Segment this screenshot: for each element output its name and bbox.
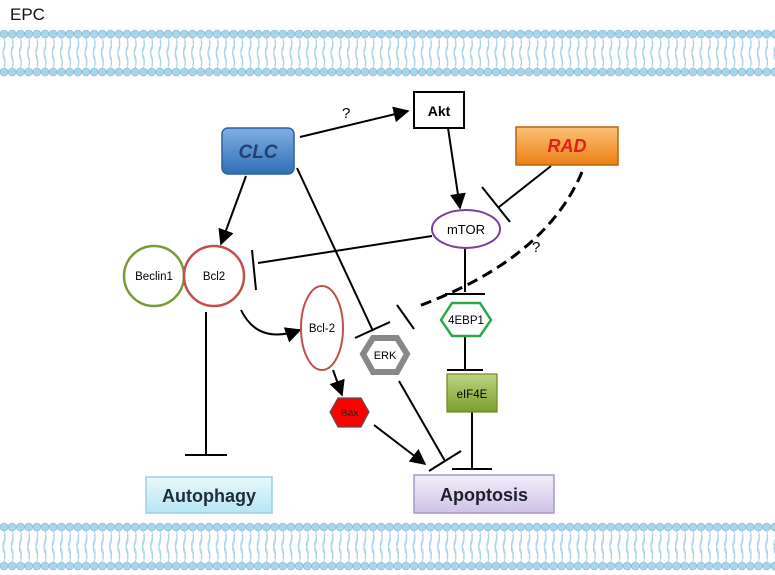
edge-clc-akt: [299, 106, 410, 138]
edge-erk-apoptosis-bar: [428, 450, 462, 472]
node-bcl2-free: Bcl-2: [300, 285, 344, 371]
node-rad: RAD: [515, 126, 619, 166]
membrane-top: [0, 29, 775, 77]
question-clc-akt: ?: [342, 105, 350, 122]
bax-label: Bax: [340, 407, 359, 419]
edges: [185, 106, 584, 472]
mtor-label: mTOR: [447, 222, 485, 237]
node-clc: CLC: [221, 127, 295, 175]
edge-mtor-bcl2: [257, 235, 433, 264]
node-mtor: mTOR: [431, 209, 501, 249]
question-rad: ?: [532, 239, 540, 256]
edge-rad-mtor: [498, 165, 552, 208]
edge-erk-apoptosis: [398, 380, 446, 462]
node-bax: Bax: [329, 397, 370, 428]
bcl2-free-label: Bcl-2: [309, 323, 335, 335]
edge-rad-mtor-bar: [481, 186, 511, 223]
edge-mtor-bcl2-bar: [251, 249, 257, 291]
node-eif4e: eIF4E: [446, 373, 498, 413]
node-apoptosis: Apoptosis: [413, 474, 555, 514]
beclin1-label: Beclin1: [135, 271, 173, 283]
node-beclin1: Beclin1: [122, 244, 186, 308]
edge-rad-erk-dashed: [415, 171, 584, 309]
node-bcl2: Bcl2: [182, 244, 246, 308]
bcl2-label: Bcl2: [203, 271, 225, 283]
edge-rad-erk-bar: [396, 304, 415, 330]
rad-label: RAD: [548, 136, 587, 156]
akt-label: Akt: [428, 103, 451, 119]
edge-clc-erk: [296, 167, 374, 332]
edge-clc-erk-bar: [354, 321, 391, 339]
erk-label: ERK: [374, 350, 397, 362]
autophagy-label: Autophagy: [162, 486, 256, 506]
cell-label: EPC: [10, 5, 45, 24]
node-autophagy: Autophagy: [145, 476, 273, 514]
eif4e-label: eIF4E: [457, 389, 488, 401]
membrane-bottom: [0, 522, 775, 571]
node-erk: ERK: [359, 335, 411, 375]
edge-bax-apoptosis: [373, 424, 427, 465]
apoptosis-label: Apoptosis: [440, 485, 528, 505]
edge-bcl2free-bax: [329, 369, 345, 397]
edge-akt-mtor: [447, 127, 466, 210]
4ebp1-label: 4EBP1: [448, 315, 484, 327]
edge-bcl2-bcl2free: [240, 309, 302, 343]
node-4ebp1: 4EBP1: [439, 301, 493, 338]
edge-clc-bcl2: [218, 175, 247, 246]
node-akt: Akt: [413, 91, 465, 129]
clc-label: CLC: [238, 142, 277, 163]
